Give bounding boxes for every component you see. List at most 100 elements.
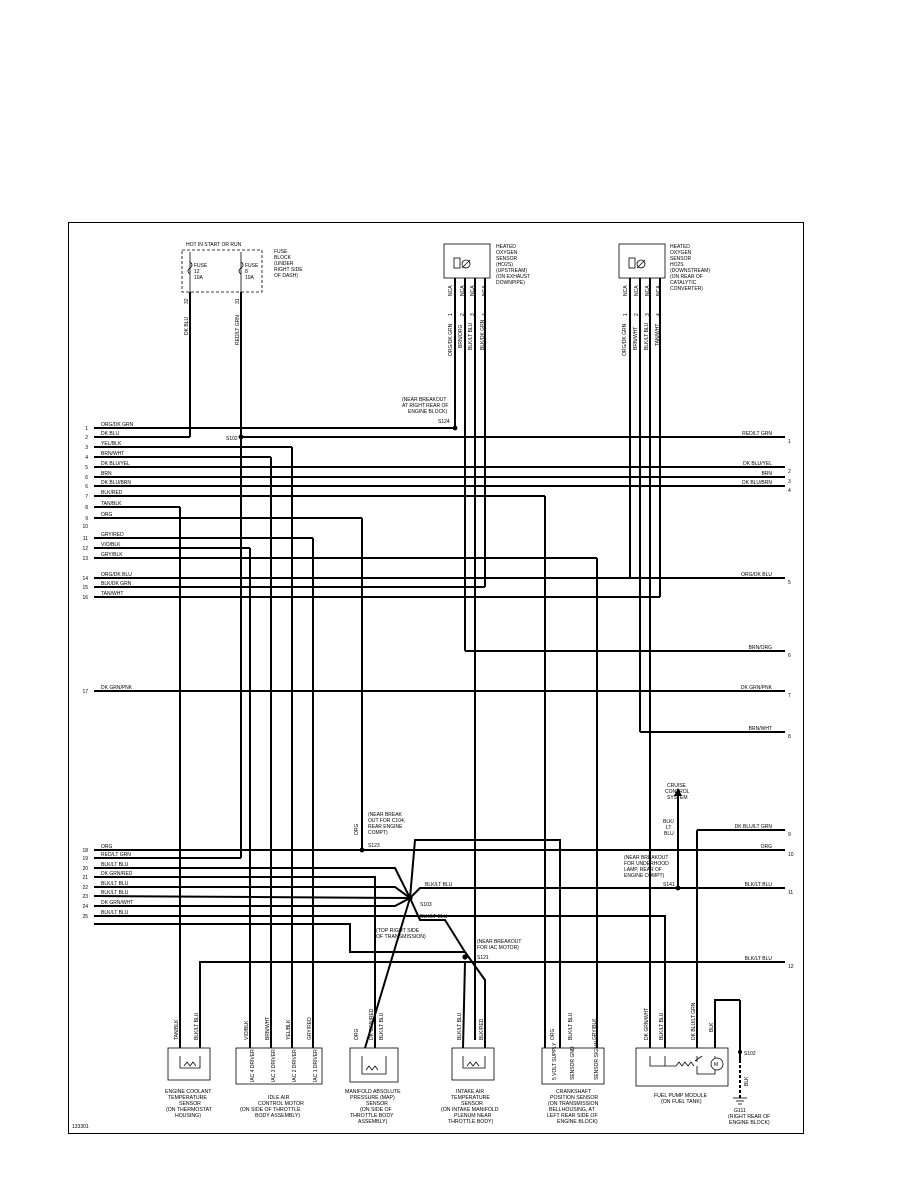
pressure-sensor-icon (365, 1065, 379, 1071)
wire-label: GRY/BLK (592, 1018, 598, 1040)
ho2s-downstream-label: HEATED (670, 244, 690, 250)
left-pin-number: 9 (85, 516, 88, 522)
component-label: (ON SIDE OF THROTTLE (240, 1107, 301, 1113)
fuse-12-num: 12 (194, 269, 200, 275)
left-pin-number: 16 (82, 595, 88, 601)
left-pin-number: 5 (85, 465, 88, 471)
fuel-pump-module: DK GRN/WHT BLK/LT BLU DK BLU/LT GRN BLK … (635, 1002, 729, 1105)
right-wire-label: DK BLU/YEL (743, 461, 772, 467)
splice-id: S103 (420, 902, 432, 908)
component-label: (ON SIDE OF (360, 1107, 392, 1113)
wire-label: BLK/DK GRN (480, 319, 486, 350)
wire-label: TAN/WHT (655, 324, 661, 346)
left-wire-label: DK GRN/RED (101, 871, 133, 877)
splice-id: S102 (744, 1051, 756, 1057)
motor-label: M (714, 1062, 718, 1068)
wire-label: BLU (664, 831, 674, 837)
fuse-8-amp: 10A (245, 275, 255, 281)
splice-dot (407, 895, 413, 901)
ho2s-upstream-label: HEATED (496, 244, 516, 250)
component-label: SENSOR (179, 1101, 201, 1107)
fuse-12-wire: DK BLU (184, 317, 190, 335)
cruise-label: CRUISE (667, 783, 687, 789)
fuel-pump-motor-icon (710, 1057, 724, 1071)
splice-dot (675, 885, 681, 891)
splice-id: S124 (438, 419, 450, 425)
ho2s-downstream-body (618, 243, 666, 279)
wire-label: LT (666, 825, 671, 831)
ho2s-upstream-body (443, 243, 491, 279)
left-wire-label: TAN/WHT (101, 591, 123, 597)
left-wire-label: YEL/BLK (101, 441, 122, 447)
ground-id: G111 (734, 1108, 746, 1114)
left-pin-number: 25 (82, 914, 88, 920)
left-pin-number: 10 (82, 524, 88, 530)
pin-label: 3 (645, 313, 651, 316)
nca-label: NCA (634, 285, 640, 296)
wire-label: TAN/BLK (174, 1019, 180, 1040)
right-wire-label: BLK/LT BLU (745, 882, 773, 888)
splice-id: S141 (663, 882, 675, 888)
left-pin-number: 21 (82, 875, 88, 881)
component-label: SENSOR (366, 1101, 388, 1107)
wire-label: BRN/WHT (265, 1017, 271, 1040)
splice-label: FOR IAC MOTOR) (477, 945, 519, 951)
pin-function-label: IAC 1 DRIVER (313, 1049, 319, 1082)
ho2s-upstream-label: SENSOR (496, 256, 518, 262)
right-wire-label: BRN/WHT (749, 726, 772, 732)
splice-label: OUT FOR C104, (368, 818, 405, 824)
wire-label: BLK/LT BLU (468, 322, 474, 350)
right-pin-number: 7 (788, 693, 791, 699)
ect-sensor: TAN/BLK BLK/LT BLU 1 2 ENGINE COOLANT TE… (165, 1012, 213, 1119)
component-label: IDLE AIR (268, 1095, 290, 1101)
right-wire-label: DK BLU/LT GRN (735, 824, 773, 830)
splice-label: FOR UNDERHOOD (624, 861, 669, 867)
splice-id: S123 (368, 843, 380, 849)
splice-s121: (NEAR BREAKOUT FOR IAC MOTOR) S121 (477, 939, 521, 961)
splice-label: OF TRANSMISSION) (376, 934, 426, 940)
component-label: FUEL PUMP MODULE (654, 1093, 708, 1099)
left-wire-label: DK GRN/WHT (101, 900, 133, 906)
component-label: (ON THERMOSTAT (166, 1107, 213, 1113)
pin-function-label: IAC 4 DRIVER (250, 1049, 256, 1082)
left-pin-number: 22 (82, 885, 88, 891)
left-wire-label: ORG/DK GRN (101, 422, 134, 428)
wire-label: ORG (550, 1029, 556, 1041)
pin-function-label: 5 VOLT SUPPLY (552, 1042, 558, 1080)
fuse-12-name: FUSE (194, 263, 208, 269)
wire-label: BLK/LT BLU (425, 882, 453, 888)
ho2s-downstream-label: OXYGEN (670, 250, 692, 256)
wire-label: ORG (354, 824, 360, 836)
splice-dot (238, 434, 244, 440)
component-label: ASSEMBLY) (358, 1119, 388, 1125)
splice-id: S121 (477, 955, 489, 961)
right-pin-number: 9 (788, 832, 791, 838)
right-pin-number: 2 (788, 469, 791, 475)
diagram-frame (68, 222, 804, 1134)
splice-s141: (NEAR BREAKOUT FOR UNDERHOOD LAMP, REAR … (624, 855, 675, 888)
sensor-icon (636, 259, 646, 269)
left-wire-label: VIO/BLK (101, 542, 121, 548)
component-label: ENGINE COOLANT (165, 1089, 212, 1095)
fuse-8-pin: 31 (235, 298, 241, 304)
splice-s103: BLK/LT BLU S103 BLK/LT BLU (TOP RIGHT SI… (376, 882, 453, 940)
left-pin-number: 24 (82, 904, 88, 910)
nca-label: NCA (623, 285, 629, 296)
component-label: POSITION SENSOR (550, 1095, 598, 1101)
wire-label: BLK (744, 1076, 750, 1086)
map-body (349, 1047, 399, 1083)
splice-label: LAMP, REAR OF (624, 867, 662, 873)
wire-label: BLK/RED (479, 1018, 485, 1040)
right-pin-number: 1 (788, 439, 791, 445)
left-pin-number: 3 (85, 445, 88, 451)
wire-label: BLK/LT BLU (379, 1012, 385, 1040)
left-pin-number: 13 (82, 556, 88, 562)
left-wire-label: BLK/LT BLU (101, 910, 129, 916)
left-wire-label: BLK/LT BLU (101, 881, 129, 887)
left-wire-label: BLK/LT BLU (101, 862, 129, 868)
left-wire-label: BRN/WHT (101, 451, 124, 457)
sensor-icon (461, 259, 471, 269)
iac-motor: VIO/BLK BRN/WHT YEL/BLK GRY/RED 1 2 3 4 … (235, 1017, 323, 1119)
component-label: TEMPERATURE (168, 1095, 207, 1101)
wire-label: BLK/LT BLU (644, 322, 650, 350)
